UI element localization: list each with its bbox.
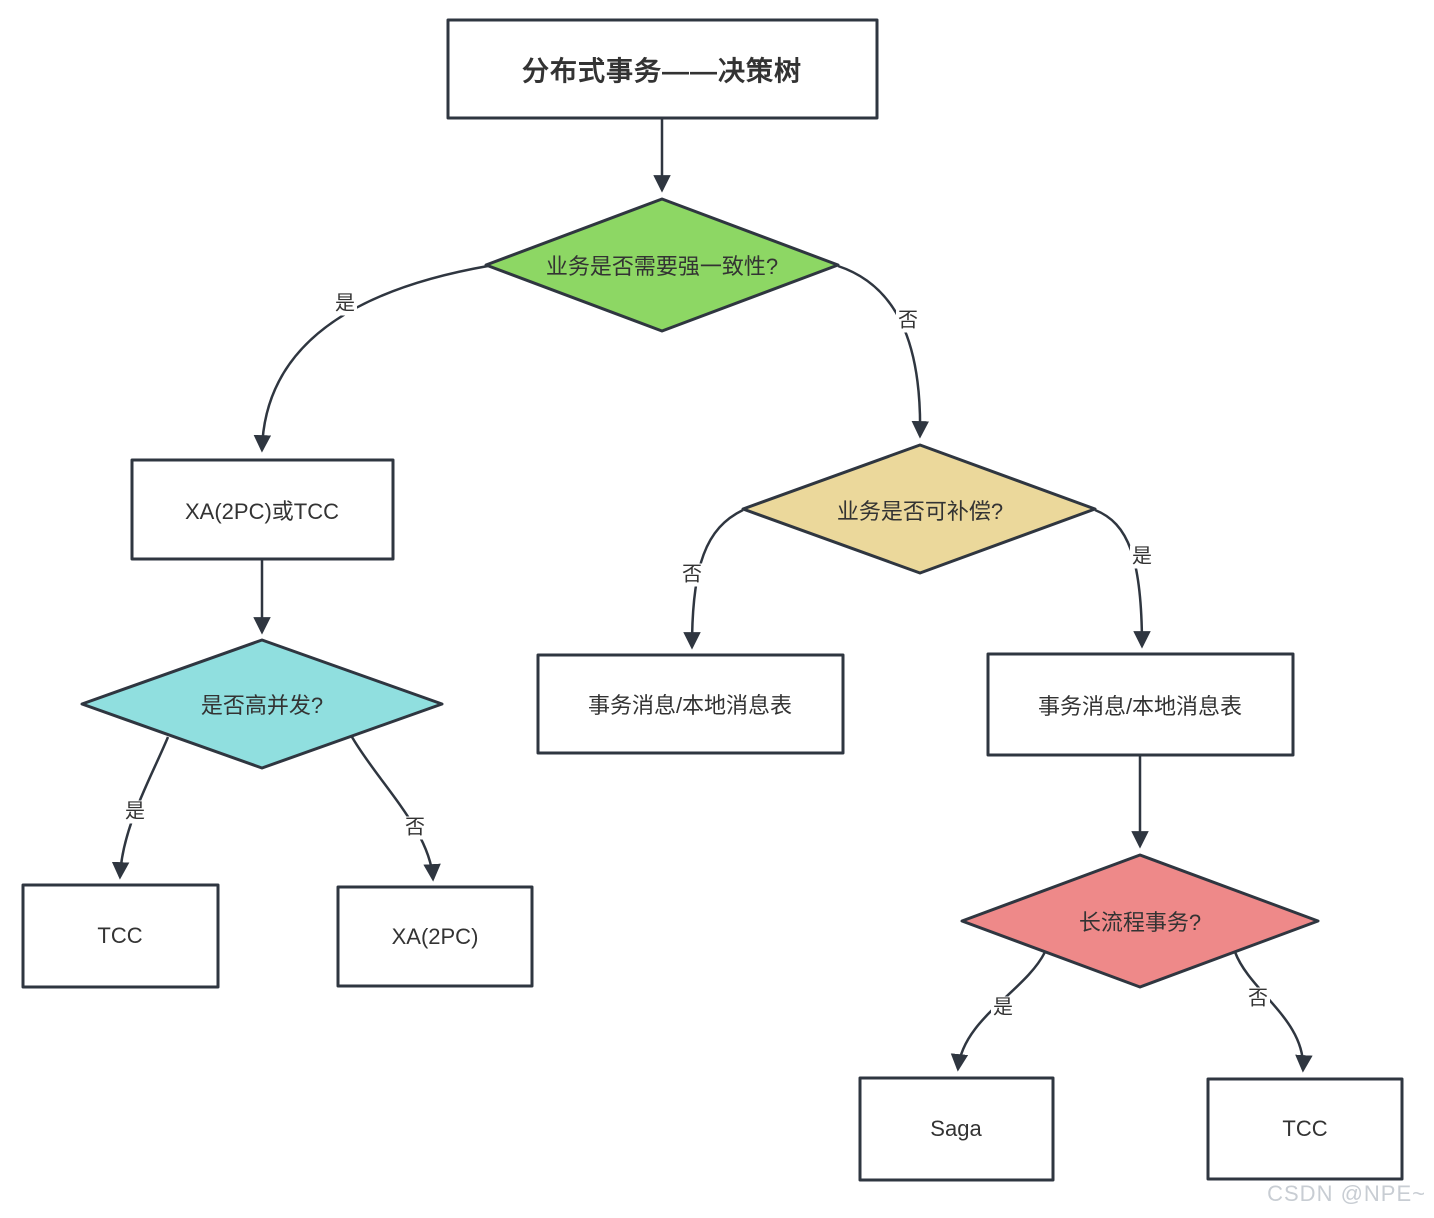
tcc-left-node: TCC [97,923,143,948]
shape-xa-or-tcc-box [130,458,395,561]
edge-label-long-no: 否 [1246,987,1270,1011]
edge-label-compensable-yes: 是 [1130,545,1154,569]
edge-long-no [1233,951,1313,1073]
edge-label-strong-no: 否 [896,309,920,333]
xa-or-tcc-node: XA(2PC)或TCC [184,499,340,524]
msg-left-node: 事务消息/本地消息表 [587,693,793,718]
edge-label-concurrency-no: 否 [403,816,427,840]
diagram-title: 分布式事务——决策树 [522,56,802,87]
shape-high-concurrency-diamond [80,638,444,770]
shape-tcc-left-box [21,883,220,989]
shape-strong-consistency-diamond [484,197,840,333]
edge-strong-no [837,264,930,439]
saga-node: Saga [930,1116,982,1141]
edge-label-strong-yes: 是 [333,292,357,316]
shape-title-box [446,18,879,120]
tcc-right-node: TCC [1282,1116,1328,1141]
edge-compensable-yes [1094,508,1151,649]
long-process-question: 长流程事务? [1078,910,1202,935]
edge-label-long-yes: 是 [991,996,1015,1020]
edge-strong-yes [253,264,489,453]
xa-2pc-node: XA(2PC) [391,924,479,949]
shape-msg-right-box [986,652,1295,757]
strong-consistency-question: 业务是否需要强一致性? [545,254,779,279]
shape-long-process-diamond [960,853,1320,989]
msg-right-node: 事务消息/本地消息表 [1037,694,1243,719]
edge-label-compensable-no: 否 [680,563,704,587]
edge-label-concurrency-yes: 是 [123,800,147,824]
shape-msg-left-box [536,653,845,755]
edge-compensable-no [683,508,744,650]
compensable-question: 业务是否可补偿? [836,499,1004,524]
shape-saga-box [858,1076,1055,1182]
shape-compensable-diamond [741,443,1097,575]
high-concurrency-question: 是否高并发? [200,693,324,718]
shape-tcc-right-box [1206,1077,1404,1181]
edge-concurrency-no [350,736,441,882]
csdn-watermark: CSDN @NPE~ [1267,1181,1426,1206]
shape-xa-2pc-box [336,885,534,988]
